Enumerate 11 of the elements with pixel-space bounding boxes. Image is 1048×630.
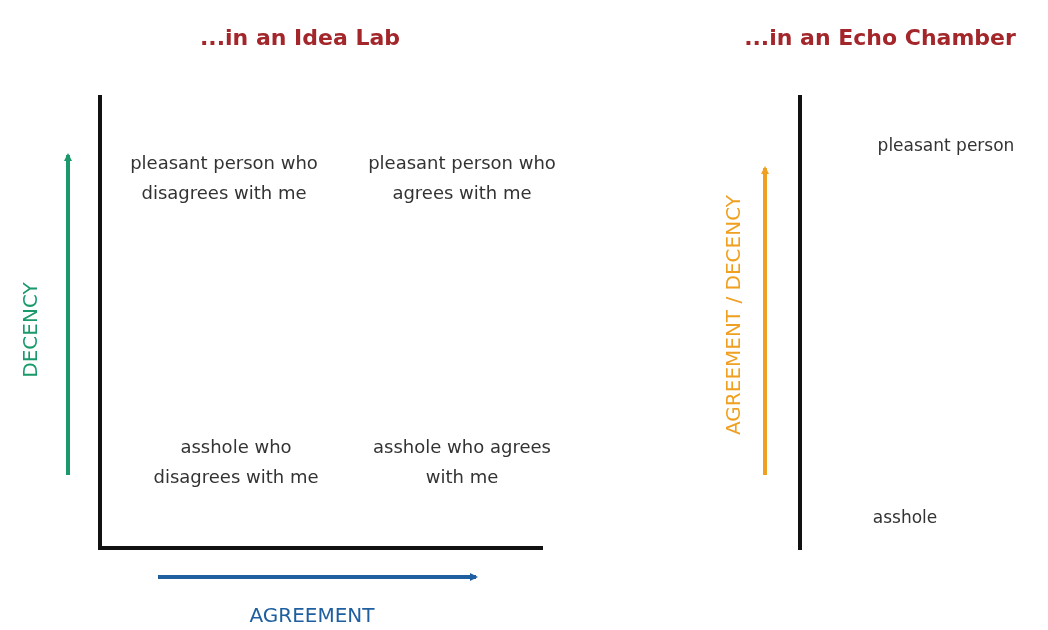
- level-label: asshole: [872, 506, 938, 529]
- quadrant-label: pleasant person who disagrees with me: [129, 151, 319, 205]
- quadrant-label: asshole who agrees with me: [372, 435, 552, 489]
- axis-label: AGREEMENT: [249, 602, 375, 629]
- axis-label: AGREEMENT / DECENCY: [720, 195, 746, 435]
- level-label: pleasant person: [877, 134, 1015, 157]
- quadrant-label: pleasant person who agrees with me: [367, 151, 557, 205]
- panel-title: ...in an Idea Lab: [198, 24, 402, 52]
- axis-label: DECENCY: [17, 282, 43, 378]
- panel-title: ...in an Echo Chamber: [743, 24, 1017, 52]
- quadrant-label: asshole who disagrees with me: [152, 435, 320, 489]
